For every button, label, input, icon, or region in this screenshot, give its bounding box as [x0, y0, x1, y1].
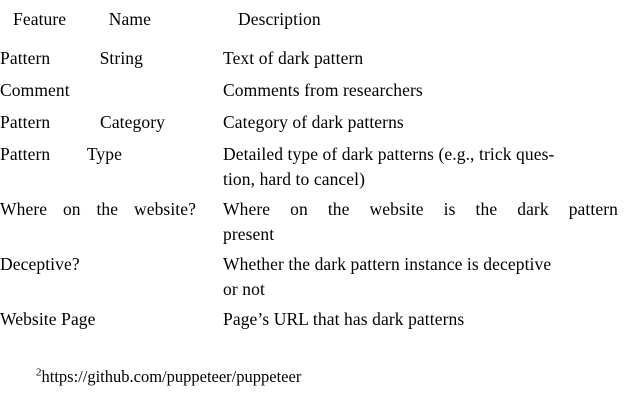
- feature-name-label: Where on the website?: [0, 199, 196, 219]
- table-row: Deceptive? Whether the dark pattern inst…: [0, 252, 640, 307]
- description-line: tion, hard to cancel): [223, 169, 366, 189]
- table-header: Feature Name Description: [0, 2, 640, 46]
- table-row: Comment Comments from researchers: [0, 78, 640, 110]
- column-header-feature-name-label: Feature Name: [13, 9, 151, 29]
- table-row: Website Page Page’s URL that has dark pa…: [0, 307, 640, 341]
- table-body: Pattern String Text of dark pattern Comm…: [0, 46, 640, 341]
- row-feature-deceptive: Deceptive?: [0, 252, 223, 307]
- row-feature-comment: Comment: [0, 78, 223, 110]
- table-row: Where on the website? Where on the websi…: [0, 197, 640, 252]
- column-header-description-label: Description: [238, 9, 321, 29]
- column-header-feature-name: Feature Name: [0, 2, 223, 46]
- footnote-marker: 2: [36, 366, 42, 379]
- description-line: Text of dark pattern: [223, 48, 364, 68]
- row-description-comment: Comments from researchers: [223, 78, 640, 110]
- feature-name-label: Deceptive?: [0, 254, 80, 274]
- description-line: Category of dark patterns: [223, 112, 404, 132]
- row-feature-pattern-string: Pattern String: [0, 46, 223, 78]
- table-row: Pattern Type Detailed type of dark patte…: [0, 142, 640, 197]
- feature-name-label: Website Page: [0, 309, 96, 329]
- row-description-where-on-the-website: Where on the website is the dark pattern…: [223, 197, 640, 252]
- row-feature-website-page: Website Page: [0, 307, 223, 341]
- description-line: Detailed type of dark patterns (e.g., tr…: [223, 144, 555, 164]
- description-line: Comments from researchers: [223, 80, 423, 100]
- description-line: Where on the website is the dark pattern: [223, 199, 618, 219]
- feature-description-table: Feature Name Description Pattern String …: [0, 2, 640, 341]
- row-feature-where-on-the-website: Where on the website?: [0, 197, 223, 252]
- row-feature-pattern-category: Pattern Category: [0, 110, 223, 142]
- row-description-pattern-type: Detailed type of dark patterns (e.g., tr…: [223, 142, 640, 197]
- feature-name-label: Pattern Category: [0, 112, 165, 132]
- feature-name-label: Pattern Type: [0, 144, 122, 164]
- column-header-description: Description: [223, 2, 640, 46]
- description-line: present: [223, 224, 275, 244]
- row-description-deceptive: Whether the dark pattern instance is dec…: [223, 252, 640, 307]
- table-row: Pattern String Text of dark pattern: [0, 46, 640, 78]
- row-feature-pattern-type: Pattern Type: [0, 142, 223, 197]
- description-line: Page’s URL that has dark patterns: [223, 309, 465, 329]
- feature-name-label: Comment: [0, 80, 70, 100]
- table-row: Pattern Category Category of dark patter…: [0, 110, 640, 142]
- row-description-pattern-string: Text of dark pattern: [223, 46, 640, 78]
- description-line: Whether the dark pattern instance is dec…: [223, 254, 552, 274]
- footnote-url[interactable]: https://github.com/puppeteer/puppeteer: [41, 367, 302, 386]
- row-description-website-page: Page’s URL that has dark patterns: [223, 307, 640, 341]
- table-header-row: Feature Name Description: [0, 2, 640, 46]
- footnote: 2https://github.com/puppeteer/puppeteer: [36, 366, 301, 388]
- row-description-pattern-category: Category of dark patterns: [223, 110, 640, 142]
- description-line: or not: [223, 279, 265, 299]
- feature-name-label: Pattern String: [0, 48, 143, 68]
